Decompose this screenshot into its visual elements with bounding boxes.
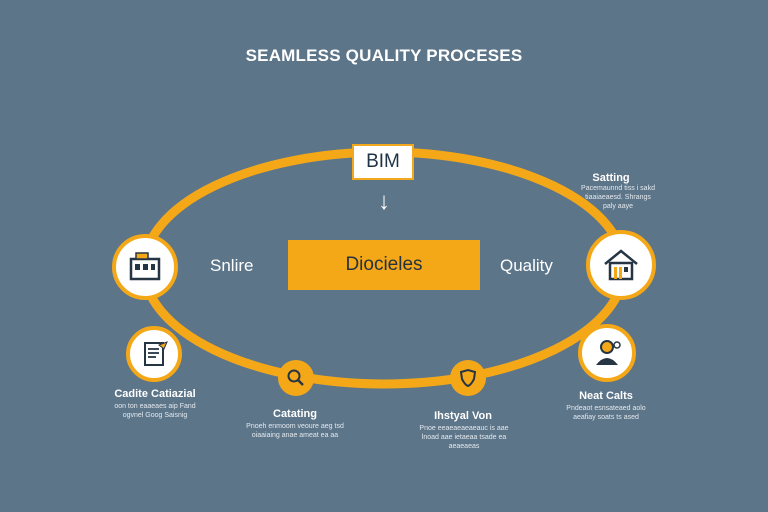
caption-title-catating: Catating xyxy=(273,408,317,420)
magnifier-icon xyxy=(287,369,304,386)
house-icon xyxy=(604,249,638,281)
node-document xyxy=(126,326,182,382)
caption-desc-cadite: oon ton eaaeaes aip Fand ogvnel Goog Sai… xyxy=(114,403,196,419)
document-icon xyxy=(144,341,168,366)
bim-box: BIM xyxy=(352,144,414,180)
node-house xyxy=(586,230,656,300)
center-box: Diocieles xyxy=(288,240,480,290)
caption-title-neat-calts: Neat Calts xyxy=(579,390,633,402)
caption-title-ihstyal: Ihstyal Von xyxy=(434,410,492,422)
caption-title-satting: Satting xyxy=(592,172,630,184)
node-building xyxy=(112,234,178,300)
caption-desc-satting: Pacemaunnd tiss i sakd tiaaiaeaesd. Shra… xyxy=(581,185,655,210)
node-person xyxy=(578,324,636,382)
left-label: Snlire xyxy=(210,256,254,275)
person-icon xyxy=(596,340,621,365)
down-arrow-icon: ↓ xyxy=(378,188,390,215)
caption-desc-ihstyal: Pnoe eeaeaeaeaeauc is aae lnoad aae ieta… xyxy=(419,425,509,450)
building-icon xyxy=(129,252,161,281)
right-label: Quality xyxy=(500,256,553,275)
caption-desc-neat-calts: Pndeaot esnsateaed aolo aeafiay soats ts… xyxy=(566,405,646,421)
diagram-title: SEAMLESS QUALITY PROCESES xyxy=(245,46,523,65)
caption-title-cadite: Cadite Catiazial xyxy=(114,388,196,400)
node-magnifier xyxy=(278,360,314,396)
shield-icon xyxy=(459,368,477,388)
caption-desc-catating: Pnoeh enmoom veoure aeg tsd oiaaiaing an… xyxy=(246,423,344,439)
node-shield xyxy=(450,360,486,396)
